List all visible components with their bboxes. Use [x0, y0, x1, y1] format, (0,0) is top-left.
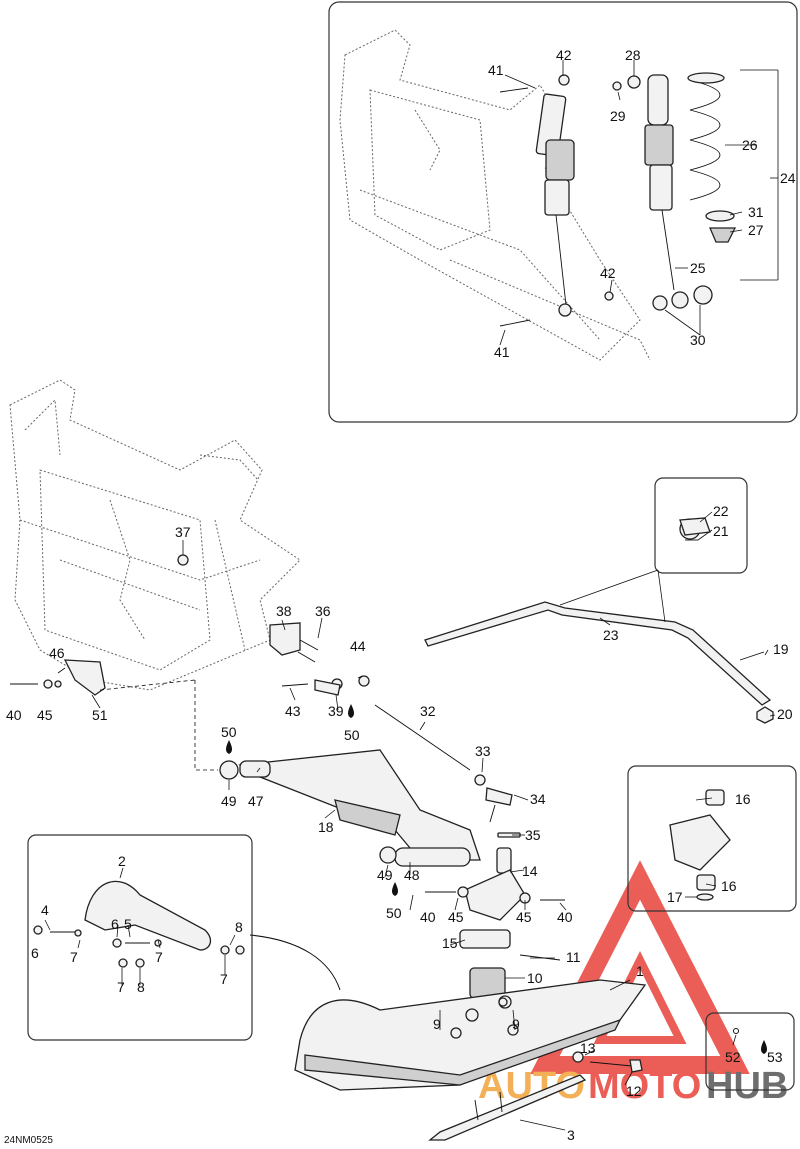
callout-42-bottom: 42 [600, 265, 616, 281]
sway-bar-bracket-box [654, 477, 748, 574]
callout-45-right: 45 [516, 909, 532, 925]
callout-49-left: 49 [221, 793, 237, 809]
shock-absorber-exploded [612, 72, 737, 311]
callout-10: 10 [527, 970, 543, 986]
callout-48: 48 [404, 867, 420, 883]
callout-41-top: 41 [488, 62, 504, 78]
callout-7-left: 7 [70, 949, 78, 965]
callout-7-bottom: 7 [117, 979, 125, 995]
callout-14: 14 [522, 863, 538, 879]
callout-6-upper: 6 [111, 916, 119, 932]
callout-50-lower: 50 [386, 905, 402, 921]
callout-16-upper: 16 [735, 791, 751, 807]
callout-18: 18 [318, 819, 334, 835]
callout-41-bottom: 41 [494, 344, 510, 360]
callout-4: 4 [41, 902, 49, 918]
callout-45-left: 45 [37, 707, 53, 723]
callout-12: 12 [626, 1083, 642, 1099]
shock-detail-frame [339, 29, 651, 361]
callout-50-mid: 50 [344, 727, 360, 743]
callout-38: 38 [276, 603, 292, 619]
callout-9-right: 9 [512, 1016, 520, 1032]
callout-3: 3 [567, 1127, 575, 1143]
shock-bolts [499, 74, 614, 327]
misc-hardware [10, 517, 711, 1039]
leader-lines [44, 60, 779, 1131]
callout-16-lower: 16 [721, 878, 737, 894]
callout-1: 1 [636, 963, 644, 979]
callout-25: 25 [690, 260, 706, 276]
callout-labels: 1 2 3 4 5 6 6 7 7 7 7 8 8 9 9 10 11 12 1… [6, 47, 796, 1143]
callout-39: 39 [328, 703, 344, 719]
watermark-moto: MOTO [588, 1065, 701, 1107]
ski-handle-box [27, 834, 253, 1041]
callout-36: 36 [315, 603, 331, 619]
callout-35: 35 [525, 827, 541, 843]
callout-51: 51 [92, 707, 108, 723]
callout-5: 5 [124, 916, 132, 932]
chassis-frame [9, 379, 301, 691]
spindle-bushings [669, 789, 731, 901]
callout-29: 29 [610, 108, 626, 124]
callout-27: 27 [748, 222, 764, 238]
tie-rod [281, 675, 513, 823]
callout-7-right: 7 [220, 971, 228, 987]
callout-17: 17 [667, 889, 683, 905]
a-arm [219, 749, 481, 867]
callout-7-mid: 7 [155, 949, 163, 965]
callout-19: 19 [773, 641, 789, 657]
lubricant-box [705, 1012, 795, 1091]
spindle [425, 847, 565, 999]
callout-31: 31 [748, 204, 764, 220]
callout-8-right: 8 [235, 919, 243, 935]
ski [294, 979, 647, 1091]
callout-44: 44 [350, 638, 366, 654]
callout-33: 33 [475, 743, 491, 759]
callout-37: 37 [175, 524, 191, 540]
callout-20: 20 [777, 706, 793, 722]
callout-21: 21 [713, 523, 729, 539]
callout-32: 32 [420, 703, 436, 719]
callout-42-top: 42 [556, 47, 572, 63]
callout-47: 47 [248, 793, 264, 809]
callout-8-bottom: 8 [137, 979, 145, 995]
callout-13: 13 [580, 1040, 596, 1056]
callout-45-mid: 45 [448, 909, 464, 925]
callout-52: 52 [725, 1049, 741, 1065]
shock-detail-box [328, 1, 798, 423]
ski-runner [428, 1074, 587, 1141]
sway-bar [424, 518, 774, 724]
callout-40-right: 40 [557, 909, 573, 925]
diagram-code: 24NM0525 [4, 1135, 53, 1146]
callout-43: 43 [285, 703, 301, 719]
callout-15: 15 [442, 935, 458, 951]
callout-46: 46 [49, 645, 65, 661]
callout-23: 23 [603, 627, 619, 643]
callout-2: 2 [118, 853, 126, 869]
callout-30: 30 [690, 332, 706, 348]
callout-40-mid: 40 [420, 909, 436, 925]
lubricant-drops [226, 704, 767, 1054]
callout-22: 22 [713, 503, 729, 519]
callout-11: 11 [566, 949, 581, 965]
callout-53: 53 [767, 1049, 783, 1065]
callout-28: 28 [625, 47, 641, 63]
callout-9-left: 9 [433, 1016, 441, 1032]
callout-24: 24 [780, 170, 796, 186]
callout-49-right: 49 [377, 867, 393, 883]
callout-26: 26 [742, 137, 758, 153]
ski-handle [33, 880, 245, 968]
shock-installed [535, 93, 575, 317]
watermark-hub: HUB [706, 1065, 788, 1107]
callout-50-upper-left: 50 [221, 724, 237, 740]
spindle-bushing-box [627, 765, 797, 912]
callout-6-lower: 6 [31, 945, 39, 961]
callout-34: 34 [530, 791, 546, 807]
callout-40-left: 40 [6, 707, 22, 723]
